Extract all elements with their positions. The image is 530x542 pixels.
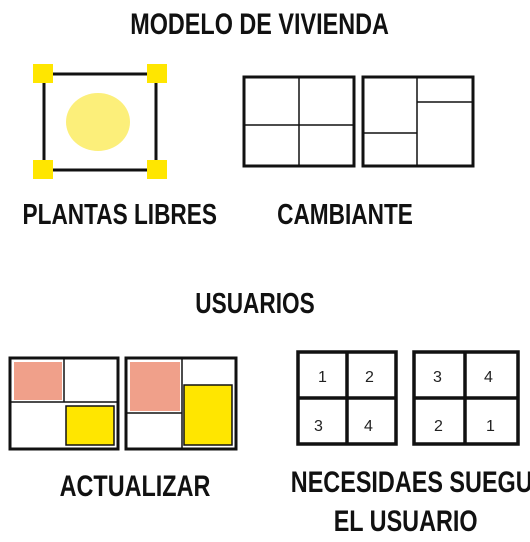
salmon-room (14, 362, 62, 400)
corner-handle-top-left (33, 64, 53, 83)
cambiante-plan-right (361, 75, 475, 168)
corner-handle-bottom-left (33, 160, 53, 179)
free-plan-circle (66, 93, 130, 151)
diagram-title: MODELO DE VIVIENDA (130, 8, 389, 41)
grid-a-cell-2: 2 (365, 369, 374, 386)
actualizar-plan-right (124, 356, 238, 451)
grid-b-cell-4: 1 (486, 418, 495, 435)
yellow-room (65, 405, 115, 446)
grid-a-cell-4: 4 (364, 418, 373, 435)
yellow-room-expanded (183, 384, 233, 446)
corner-handle-top-right (147, 64, 167, 83)
actualizar-plan-left (8, 356, 120, 451)
cambiante-plan-left (242, 75, 356, 168)
necesidades-label-line1: NECESIDAES SUEGUN (290, 466, 530, 499)
grid-b-cell-2: 4 (484, 369, 493, 386)
numbered-grid-b: 3 4 2 1 (412, 350, 520, 446)
salmon-room-expanded (130, 362, 180, 411)
plantas-libres-label: PLANTAS LIBRES (22, 199, 217, 231)
numbered-grid-a: 1 2 3 4 (296, 350, 398, 446)
grid-a-cell-3: 3 (314, 418, 323, 435)
actualizar-label: ACTUALIZAR (59, 470, 211, 503)
grid-b-cell-1: 3 (433, 369, 442, 386)
corner-handle-bottom-right (147, 160, 167, 179)
grid-b-cell-3: 2 (434, 418, 443, 435)
cambiante-label: CAMBIANTE (277, 199, 413, 231)
plantas-libres-figure (33, 64, 167, 179)
usuarios-heading: USUARIOS (195, 288, 315, 320)
necesidades-label-line2: EL USUARIO (333, 505, 478, 538)
grid-a-cell-1: 1 (318, 369, 327, 386)
